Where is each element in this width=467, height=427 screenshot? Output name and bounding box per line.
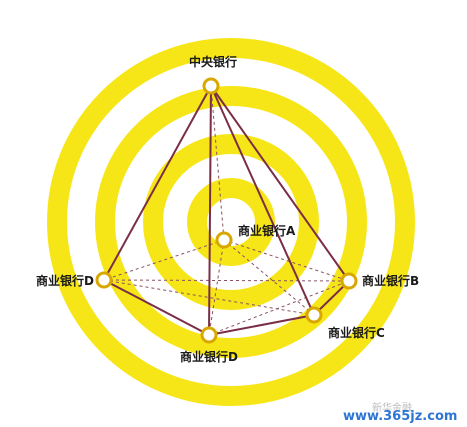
solid-link-central-bank_c [210, 85, 315, 316]
node-bank-d-left [95, 271, 113, 289]
label-bank-d-bottom: 商业银行D [180, 349, 238, 364]
label-bank-c: 商业银行C [328, 325, 385, 340]
watermark-text: 新华金融 [372, 401, 412, 414]
node-central [202, 77, 220, 95]
bank-nodes [95, 77, 358, 344]
label-bank-a: 商业银行A [238, 223, 296, 238]
node-bank-c [305, 306, 323, 324]
dashed-link-bank_a-bank_d_bottom [208, 239, 225, 336]
ring-core [187, 178, 275, 266]
ring-inner [143, 134, 319, 310]
solid-link-central-bank_d_bottom [208, 85, 212, 336]
node-bank-a [215, 231, 233, 249]
solid-link-bank_d_left-bank_d_bottom [103, 279, 210, 336]
watermark-url: www.365jz.com [343, 409, 457, 424]
dashed-link-central-bank_a [210, 85, 225, 241]
bank-labels: 中央银行 商业银行A 商业银行B 商业银行C 商业银行D 商业银行D [36, 54, 419, 364]
label-bank-b: 商业银行B [362, 273, 419, 288]
solid-link-bank_d_bottom-bank_c [208, 314, 315, 336]
ring-outer [47, 38, 415, 406]
concentric-rings [47, 38, 415, 406]
ring-middle [95, 86, 367, 358]
label-central-bank: 中央银行 [189, 54, 237, 69]
node-bank-d-bottom [200, 326, 218, 344]
dashed-link-bank_a-bank_b [223, 239, 350, 282]
solid-link-central-bank_d_left [103, 85, 212, 281]
dashed-link-bank_d_bottom-bank_b [208, 280, 350, 336]
dashed-link-bank_d_left-bank_b [103, 279, 350, 282]
dashed-link-bank_a-bank_c [223, 239, 315, 316]
node-bank-b [340, 272, 358, 290]
solid-link-central-bank_b [210, 85, 350, 282]
label-bank-d-left: 商业银行D [36, 273, 94, 288]
interbank-dashed-links [103, 85, 350, 336]
